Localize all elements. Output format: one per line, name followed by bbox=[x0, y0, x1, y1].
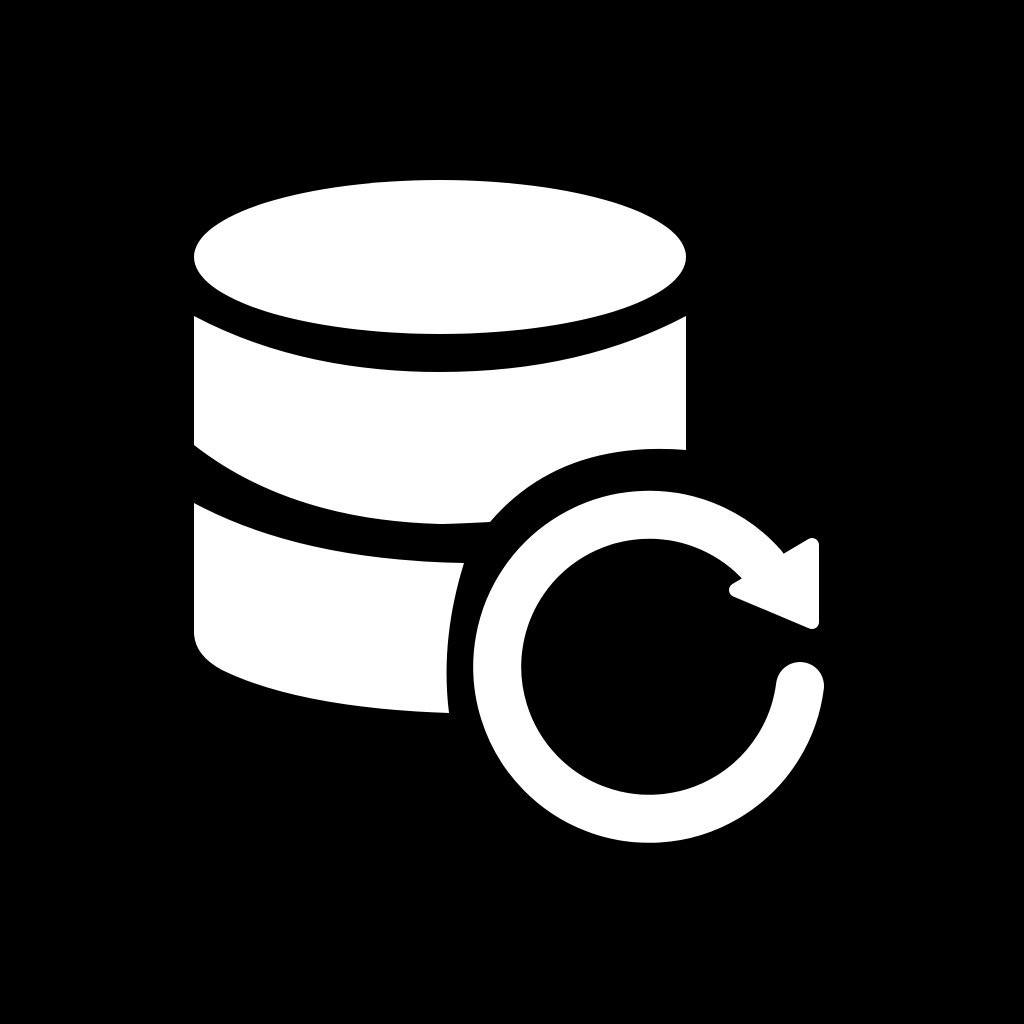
refresh-arrowhead bbox=[729, 538, 819, 629]
database-bottom-segment bbox=[194, 503, 464, 713]
refresh-icon bbox=[473, 490, 824, 843]
database-top-ellipse bbox=[194, 180, 686, 334]
database-icon bbox=[194, 180, 686, 713]
database-middle-segment bbox=[194, 316, 686, 524]
refresh-arc bbox=[473, 490, 824, 843]
